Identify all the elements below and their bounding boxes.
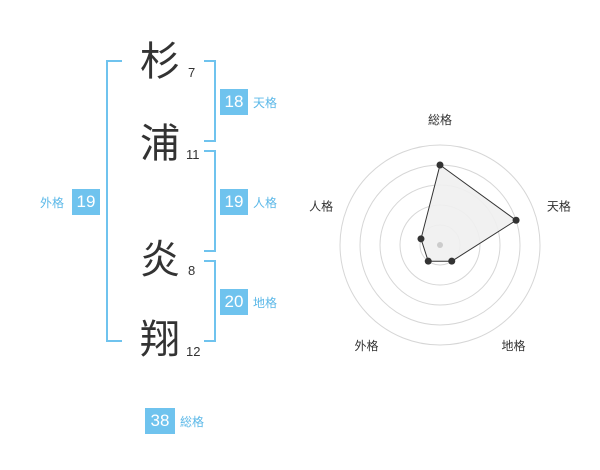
radar-axis-label-1: 総格: [428, 112, 452, 127]
radar-ring-5: [339, 144, 541, 346]
radar-axis-label-3: 地格: [501, 338, 525, 353]
soukaku-label: 総格: [180, 415, 205, 429]
chikaku-bracket: [204, 260, 216, 342]
jinkaku-bracket: [204, 150, 216, 252]
tenkaku-bracket: [204, 60, 216, 142]
chikaku-label: 地格: [253, 296, 278, 310]
radar-axis-label-2: 天格: [547, 198, 571, 213]
gaikaku-value: 19: [72, 189, 100, 215]
radar-point-5: [417, 235, 425, 243]
name-char-2: 浦: [140, 121, 180, 167]
radar-axis-label-4: 外格: [354, 338, 378, 353]
stroke-count-1: 7: [188, 65, 196, 80]
radar-point-2: [512, 216, 520, 224]
jinkaku-label: 人格: [253, 196, 278, 210]
stroke-count-3: 8: [188, 263, 196, 278]
radar-point-1: [436, 161, 444, 169]
jinkaku-value: 19: [220, 189, 248, 215]
gaikaku-label: 外格: [40, 196, 65, 210]
radar-axis-label-5: 人格: [309, 198, 333, 213]
tenkaku-value: 18: [220, 89, 248, 115]
stroke-count-4: 12: [186, 344, 201, 359]
soukaku-value: 38: [145, 408, 175, 434]
radar-point-3: [448, 257, 456, 265]
gaikaku-bracket: [106, 60, 122, 342]
chikaku-value: 20: [220, 289, 248, 315]
radar-area: [420, 164, 517, 262]
name-char-1: 杉: [140, 39, 180, 85]
radar-center-dot: [437, 242, 443, 248]
stroke-count-2: 11: [186, 147, 200, 162]
name-char-4: 翔: [140, 317, 180, 363]
tenkaku-label: 天格: [253, 96, 278, 110]
name-char-3: 炎: [140, 237, 180, 283]
radar-point-4: [424, 257, 432, 265]
